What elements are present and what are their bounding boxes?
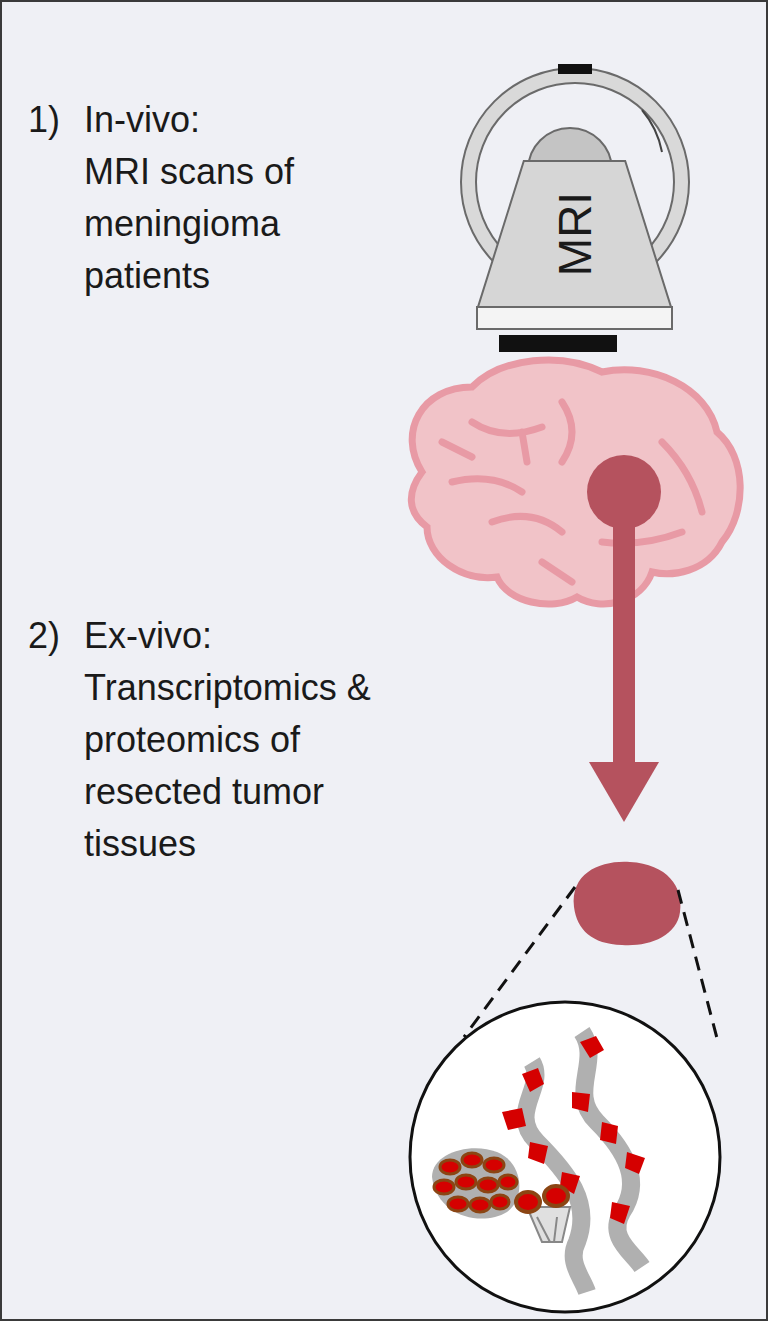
step-number: 1) [28,94,88,146]
scanner-base [477,307,672,329]
step-description: Transcriptomics & proteomics of resected… [84,662,419,870]
brain [411,360,740,604]
resection-arrow [613,520,635,765]
zoom-circle [410,1002,720,1312]
scanner-label: MRI [548,192,602,276]
tumor [587,455,661,529]
arrow-head [589,762,659,822]
step-description: MRI scans of meningioma patients [84,146,324,302]
vessels [502,1032,645,1292]
scanner-body: MRI [477,160,672,308]
scanner-mark [558,64,592,74]
zoom-line [678,890,718,1042]
step-number: 2) [28,610,88,662]
resected-tumor [574,862,681,945]
cell-cluster [432,1148,519,1218]
scanner-foot [499,335,617,352]
cell-pair [516,1186,570,1242]
step-heading: Ex-vivo: [84,610,344,662]
scanner-detail [642,110,662,152]
step-heading: In-vivo: [84,94,344,146]
